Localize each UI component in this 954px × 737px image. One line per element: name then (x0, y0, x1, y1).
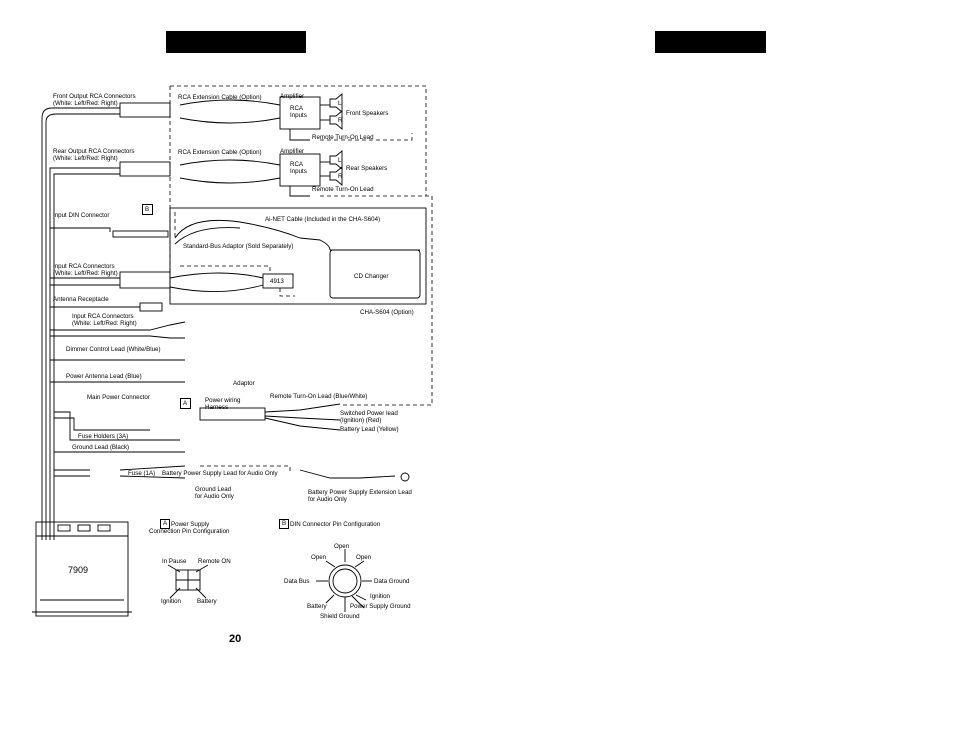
power-supply-ground-label: Power Supply Ground (350, 603, 411, 610)
rear-right-label: R (338, 173, 343, 180)
battery-ext-label: Battery Power Supply Extension Lead for … (308, 489, 412, 503)
ignition-b-label: Ignition (370, 593, 390, 600)
fuse-1a-label: Fuse (1A) (128, 470, 156, 477)
legend-b-marker: B (279, 519, 289, 529)
title-bar-left (166, 31, 306, 53)
front-speakers-label: Front Speakers (346, 110, 389, 117)
input-din-label: Input DIN Connector (53, 212, 110, 219)
shield-ground-label: Shield Ground (320, 613, 360, 620)
title-bar-right (655, 31, 766, 53)
adaptor-label: Adaptor (233, 380, 255, 387)
battery-a-label: Battery (197, 598, 217, 605)
data-bus-label: Data Bus (284, 578, 310, 585)
remote-blue-white-label: Remote Turn-On Lead (Blue/White) (270, 393, 368, 400)
ainet-cable-label: Ai-NET Cable (Included in the CHA-S604) (265, 216, 381, 223)
front-output-label: Front Output RCA Connectors (White: Left… (53, 93, 136, 107)
main-power-label: Main Power Connector (87, 394, 150, 401)
fuse-holders-label: Fuse Holders (3A) (78, 433, 129, 440)
rca-extension-rear-label: RCA Extension Cable (Option) (178, 149, 262, 156)
din-b-marker: B (142, 204, 153, 215)
battery-b-label: Battery (307, 603, 327, 610)
ground-audio-label: Ground Lead for Audio Only (195, 486, 234, 500)
in-pause-label: In Pause (162, 558, 187, 565)
rear-left-label: L (338, 157, 342, 164)
page-number: 20 (229, 633, 242, 645)
remote-on-label: Remote ON (198, 558, 231, 565)
antenna-label: Antenna Receptacle (53, 296, 109, 303)
open-right-label: Open (356, 554, 372, 561)
ignition-a-label: Ignition (161, 598, 181, 605)
adaptor-4913-label: 4913 (270, 278, 284, 285)
open-top-label: Open (334, 543, 350, 550)
harness-a-marker: A (180, 398, 191, 409)
standard-bus-label: Standard-Bus Adaptor (Sold Separately) (183, 243, 294, 250)
rca-inputs-rear-label: RCA Inputs (290, 161, 307, 175)
rear-output-label: Rear Output RCA Connectors (White: Left/… (53, 148, 135, 162)
cd-changer-label: CD Changer (354, 273, 389, 280)
remote-rear-label: Remote Turn-On Lead (312, 186, 374, 193)
power-harness-label: Power wiring Harness (205, 397, 241, 411)
input-rca-label: Input RCA Connectors (White: Left/Red: R… (53, 263, 118, 277)
battery-audio-label: Battery Power Supply Lead for Audio Only (162, 470, 278, 477)
switched-power-label: Switched Power lead (Ignition) (Red) (340, 410, 398, 424)
rear-speakers-label: Rear Speakers (346, 165, 388, 172)
amplifier-rear-label: Amplifier (280, 148, 305, 155)
amplifier-front-label: Amplifier (280, 93, 305, 100)
legend-a-marker: A (160, 519, 170, 529)
unit-model-label: 7909 (68, 565, 89, 575)
open-left-label: Open (311, 554, 327, 561)
battery-lead-label: Battery Lead (Yellow) (340, 426, 399, 433)
remote-front-label: Remote Turn-On Lead (312, 134, 374, 141)
rca-extension-front-label: RCA Extension Cable (Option) (178, 94, 262, 101)
data-ground-label: Data Ground (374, 578, 410, 585)
power-antenna-label: Power Antenna Lead (Blue) (66, 373, 142, 380)
legend-a-label: Power Supply Connection Pin Configuratio… (149, 521, 230, 535)
input-rca2-label: Input RCA Connectors (White: Left/Red: R… (72, 313, 137, 327)
legend-b-label: DIN Connector Pin Configuration (290, 521, 381, 528)
front-left-label: L (338, 100, 342, 107)
cha-s604-label: CHA-S604 (Option) (360, 309, 414, 316)
ground-lead-label: Ground Lead (Black) (72, 444, 130, 451)
dimmer-label: Dimmer Control Lead (White/Blue) (66, 346, 161, 353)
rca-inputs-front-label: RCA Inputs (290, 105, 307, 119)
front-right-label: R (338, 117, 343, 124)
